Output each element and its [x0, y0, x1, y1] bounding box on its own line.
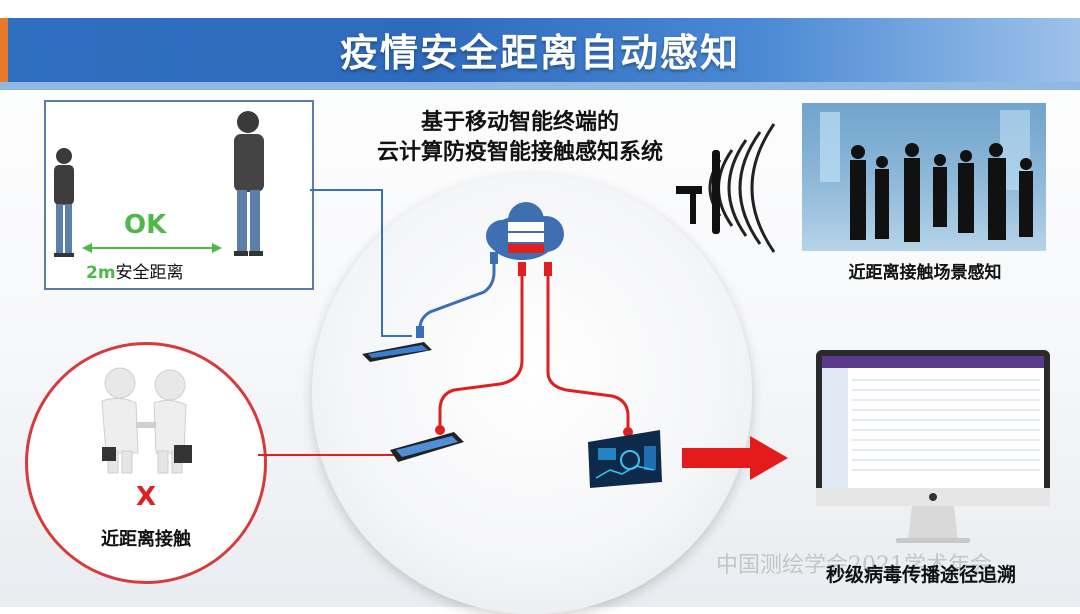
smartphone-device-icon	[362, 342, 432, 362]
crowd-scene-image	[802, 103, 1046, 251]
cloud-server-icon	[486, 202, 564, 260]
system-title-line2: 云计算防疫智能接触感知系统	[376, 140, 663, 165]
safe-distance-panel: OK 2m安全距离	[44, 100, 314, 290]
cable-cloud-to-tablet	[438, 264, 524, 430]
title-accent-bar	[0, 18, 8, 82]
no-contact-mark: X	[135, 482, 157, 512]
dashboard-screen-icon	[588, 430, 662, 488]
apple-logo-icon	[929, 493, 937, 501]
cable-cloud-to-phone	[418, 252, 496, 338]
briefcase-left-icon	[102, 447, 116, 461]
distance-text: 安全距离	[115, 263, 184, 283]
distance-arrow	[82, 243, 222, 253]
page-title: 疫情安全距离自动感知	[339, 31, 740, 75]
briefcase-right-icon	[174, 445, 192, 463]
person-white-right-figure	[136, 369, 192, 474]
title-bar	[0, 18, 1080, 90]
tablet-device-icon	[390, 432, 464, 462]
watermark-text: 中国测绘学会2021学术年会	[716, 553, 992, 578]
connector-safe-to-phone	[310, 189, 412, 337]
trace-label: 秒级病毒传播途径追溯	[825, 564, 1016, 586]
computer-monitor-icon	[816, 350, 1050, 543]
handshake-figures	[101, 367, 192, 474]
distance-value: 2m	[86, 263, 116, 283]
close-contact-circle: X 近距离接触	[25, 342, 267, 584]
safe-distance-label: 2m安全距离	[86, 258, 184, 283]
person-right-figure	[234, 111, 264, 256]
cable-cloud-to-dashboard	[546, 264, 630, 432]
person-white-left-figure	[101, 367, 139, 474]
system-title-line1: 基于移动智能终端的	[420, 110, 619, 135]
safe-distance-figures	[54, 111, 264, 257]
system-title: 基于移动智能终端的 云计算防疫智能接触感知系统	[330, 108, 710, 168]
close-contact-label: 近距离接触	[101, 529, 191, 550]
ok-status: OK	[124, 210, 167, 240]
scene-label: 近距离接触场景感知	[848, 263, 1002, 283]
person-left-figure	[54, 148, 74, 257]
red-arrow-icon	[682, 436, 788, 480]
signal-antenna-icon	[676, 150, 720, 234]
